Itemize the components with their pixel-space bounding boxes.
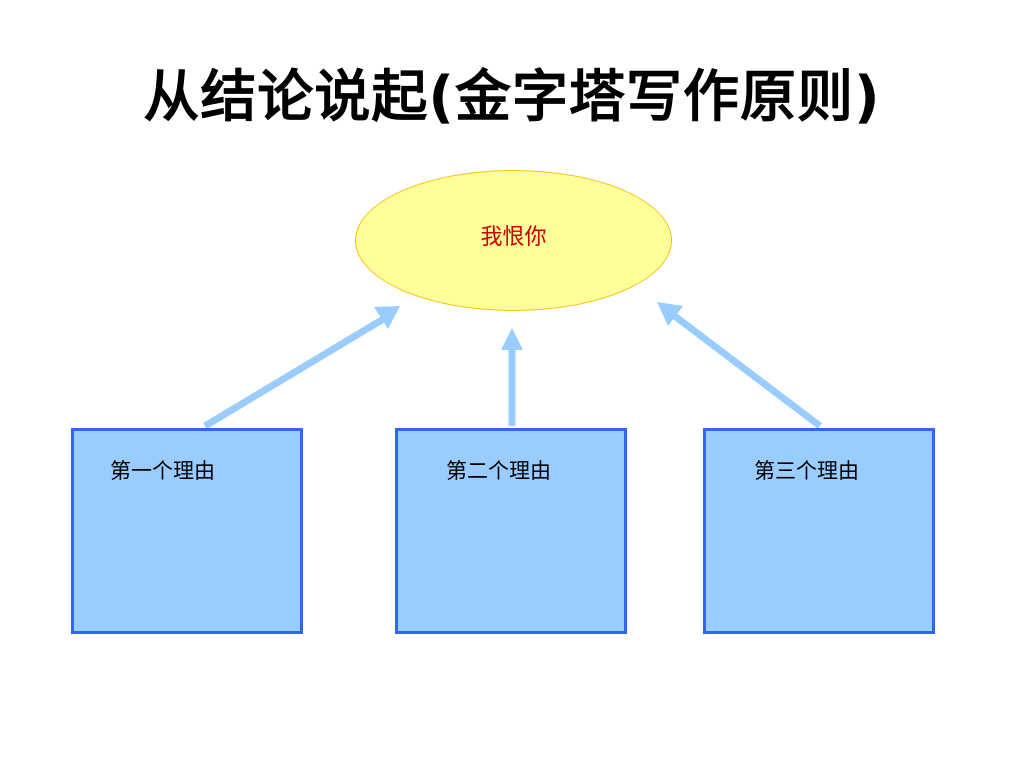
reason-box-1: 第一个理由 — [71, 428, 303, 634]
conclusion-label: 我恨你 — [480, 225, 547, 250]
conclusion-ellipse: 我恨你 — [355, 170, 672, 311]
reason-box-2: 第二个理由 — [395, 428, 627, 634]
slide-title: 从结论说起(金字塔写作原则) — [143, 65, 881, 130]
arrow-reason-2-to-conclusion — [501, 328, 523, 426]
arrow-reason-3-to-conclusion — [657, 302, 823, 429]
arrow-reason-1-to-conclusion — [203, 306, 400, 430]
reason-label-3: 第三个理由 — [754, 459, 859, 483]
reason-label-2: 第二个理由 — [446, 459, 551, 483]
reason-box-3: 第三个理由 — [703, 428, 935, 634]
reason-label-1: 第一个理由 — [110, 459, 215, 483]
